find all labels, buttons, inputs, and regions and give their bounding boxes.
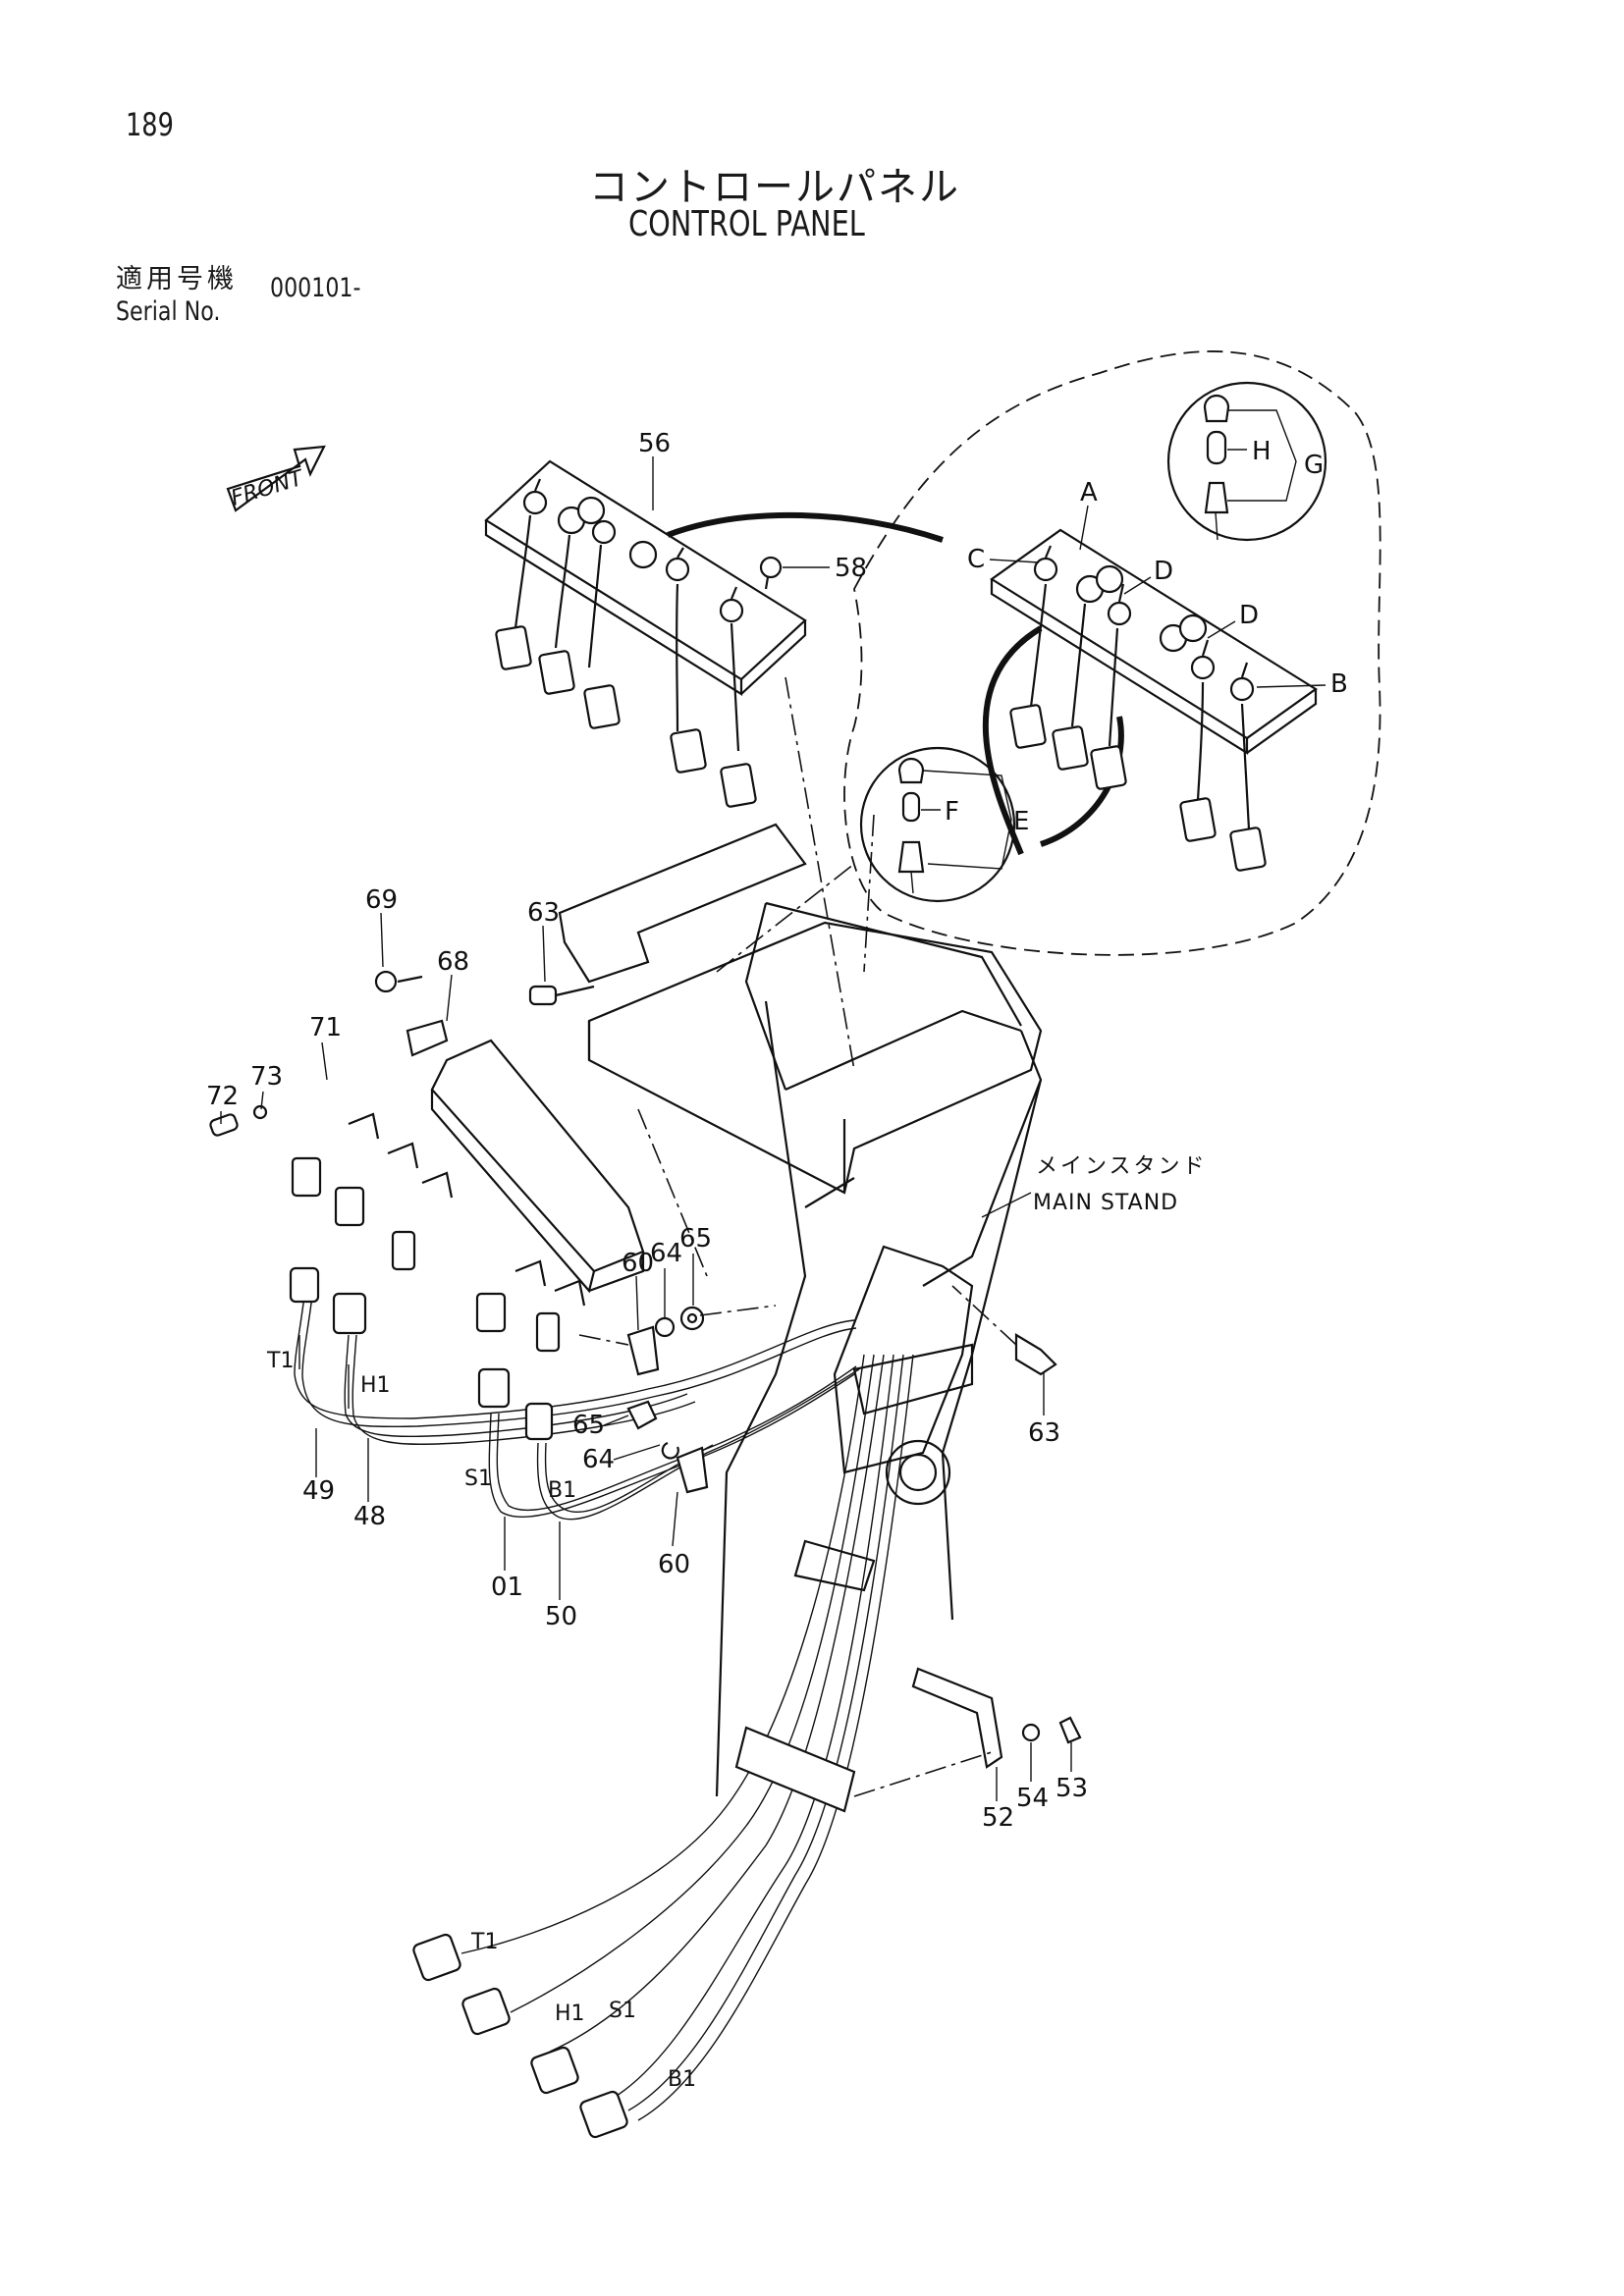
detail-letter-h: H bbox=[1252, 437, 1272, 466]
part-number-50: 50 bbox=[545, 1602, 577, 1631]
part-number-54: 54 bbox=[1016, 1784, 1049, 1813]
harness-connectors bbox=[289, 1266, 554, 1441]
detail-panel-a bbox=[990, 528, 1318, 872]
part-number-56: 56 bbox=[638, 429, 671, 458]
detail-letter-d-upper: D bbox=[1154, 557, 1173, 586]
detail-letter-f: F bbox=[945, 797, 959, 827]
part-number-68: 68 bbox=[437, 947, 469, 977]
lamp-detail-g-h bbox=[1166, 381, 1327, 542]
detail-letter-b: B bbox=[1330, 669, 1348, 699]
harness-01-50 bbox=[488, 1365, 860, 1521]
bolt-63-upper-icon bbox=[528, 985, 595, 1006]
bundle-clamp-plate bbox=[734, 1726, 856, 1813]
part-number-69: 69 bbox=[365, 885, 398, 915]
part-number-72: 72 bbox=[206, 1082, 239, 1111]
wire-tag-t1-upper: T1 bbox=[266, 1349, 294, 1373]
bracket-68 bbox=[348, 1019, 645, 1307]
wire-tag-h1-lower: H1 bbox=[555, 2002, 585, 2026]
part-number-49: 49 bbox=[302, 1476, 335, 1506]
detail-callout-outline bbox=[843, 350, 1381, 956]
part-number-58: 58 bbox=[835, 554, 867, 583]
detail-letter-e: E bbox=[1013, 807, 1029, 836]
serial-label-english: Serial No. bbox=[116, 296, 221, 327]
detail-letter-g: G bbox=[1304, 451, 1324, 480]
lamp-detail-e-f bbox=[859, 746, 1016, 903]
part-number-60-upper: 60 bbox=[622, 1249, 654, 1278]
main-stand-frame bbox=[558, 676, 1043, 1797]
part-number-48: 48 bbox=[353, 1502, 386, 1531]
clamp-60-upper bbox=[626, 1306, 705, 1376]
wire-tag-s1-lower: S1 bbox=[609, 1999, 636, 2023]
serial-number-value: 000101- bbox=[270, 273, 361, 303]
part-number-53: 53 bbox=[1056, 1774, 1088, 1803]
part-number-64-lower: 64 bbox=[582, 1445, 615, 1474]
front-label: FRONT bbox=[228, 465, 307, 510]
part-number-71: 71 bbox=[309, 1013, 342, 1042]
part-number-63-upper: 63 bbox=[527, 898, 560, 928]
wire-tag-t1-lower: T1 bbox=[470, 1930, 498, 1954]
part-number-60-lower: 60 bbox=[658, 1550, 690, 1579]
bolt-63-lower-icon bbox=[951, 1285, 1057, 1376]
bolt-69-icon bbox=[374, 970, 423, 993]
part-number-65-lower: 65 bbox=[572, 1411, 605, 1440]
part-number-52: 52 bbox=[982, 1803, 1014, 1833]
detail-letters: A B C D D E F G H bbox=[945, 437, 1348, 836]
detail-letter-a: A bbox=[1080, 478, 1098, 507]
page-title-english: CONTROL PANEL bbox=[628, 204, 865, 244]
bracket-52 bbox=[911, 1667, 1082, 1769]
main-stand-label-english: MAIN STAND bbox=[1033, 1191, 1178, 1215]
part-number-labels: 56 58 69 63 68 71 72 73 60 64 65 65 64 6… bbox=[206, 429, 1088, 1833]
page-number: 189 bbox=[126, 106, 174, 143]
wire-tag-h1-upper: H1 bbox=[360, 1373, 391, 1398]
bracket-connectors bbox=[291, 1156, 561, 1353]
lower-connectors bbox=[412, 1933, 628, 2139]
part-number-65-upper: 65 bbox=[679, 1224, 712, 1254]
part-number-63-lower: 63 bbox=[1028, 1418, 1060, 1448]
main-stand-label-japanese: メインスタンド bbox=[1036, 1154, 1208, 1179]
detail-letter-d-lower: D bbox=[1239, 601, 1259, 630]
part-number-73: 73 bbox=[250, 1062, 283, 1092]
cable-bundle bbox=[460, 1354, 914, 2121]
part-number-01: 01 bbox=[491, 1573, 523, 1602]
harness-49-48 bbox=[294, 1295, 857, 1445]
page-title-japanese: コントロールパネル bbox=[589, 165, 960, 210]
wire-tags: T1 H1 S1 B1 T1 H1 S1 B1 bbox=[266, 1349, 696, 2092]
part-number-64-upper: 64 bbox=[650, 1239, 682, 1268]
wire-tag-b1-lower: B1 bbox=[668, 2067, 696, 2092]
clamp-60-lower bbox=[626, 1400, 709, 1494]
screw-58 bbox=[759, 556, 830, 590]
wire-tag-s1-upper: S1 bbox=[464, 1467, 492, 1491]
wire-tag-b1-upper: B1 bbox=[548, 1478, 576, 1503]
control-panel-plate bbox=[484, 459, 807, 808]
front-arrow-icon: FRONT bbox=[226, 445, 326, 512]
serial-label-japanese: 適用号機 bbox=[116, 264, 238, 294]
detail-leader-line bbox=[666, 511, 944, 543]
detail-letter-c: C bbox=[967, 545, 985, 574]
